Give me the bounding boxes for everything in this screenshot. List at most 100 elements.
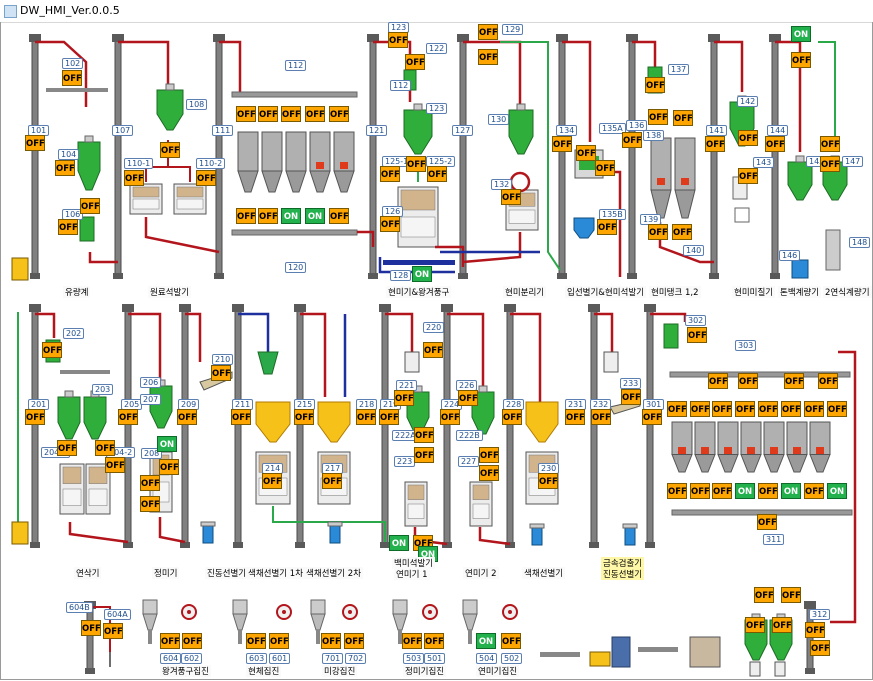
power-toggle-button[interactable]: OFF [236, 208, 256, 224]
power-toggle-button[interactable]: OFF [591, 409, 611, 425]
power-toggle-button[interactable]: OFF [754, 587, 774, 603]
power-toggle-button[interactable]: OFF [159, 459, 179, 475]
power-toggle-button[interactable]: OFF [772, 617, 792, 633]
power-toggle-button[interactable]: OFF [597, 219, 617, 235]
power-toggle-button[interactable]: OFF [196, 170, 216, 186]
power-toggle-button[interactable]: ON [735, 483, 755, 499]
power-toggle-button[interactable]: OFF [804, 401, 824, 417]
power-toggle-button[interactable]: ON [389, 535, 409, 551]
power-toggle-button[interactable]: OFF [791, 52, 811, 68]
power-toggle-button[interactable]: OFF [269, 633, 289, 649]
power-toggle-button[interactable]: OFF [479, 465, 499, 481]
power-toggle-button[interactable]: OFF [458, 390, 478, 406]
power-toggle-button[interactable]: OFF [322, 473, 342, 489]
power-toggle-button[interactable]: OFF [622, 132, 642, 148]
power-toggle-button[interactable]: OFF [160, 633, 180, 649]
power-toggle-button[interactable]: OFF [140, 496, 160, 512]
power-toggle-button[interactable]: OFF [95, 440, 115, 456]
power-toggle-button[interactable]: OFF [781, 401, 801, 417]
power-toggle-button[interactable]: OFF [758, 483, 778, 499]
power-toggle-button[interactable]: OFF [820, 136, 840, 152]
power-toggle-button[interactable]: ON [791, 26, 811, 42]
power-toggle-button[interactable]: OFF [305, 106, 325, 122]
power-toggle-button[interactable]: OFF [765, 136, 785, 152]
power-toggle-button[interactable]: OFF [329, 106, 349, 122]
power-toggle-button[interactable]: OFF [177, 409, 197, 425]
power-toggle-button[interactable]: OFF [479, 447, 499, 463]
power-toggle-button[interactable]: OFF [648, 109, 668, 125]
power-toggle-button[interactable]: OFF [687, 327, 707, 343]
power-toggle-button[interactable]: OFF [414, 447, 434, 463]
power-toggle-button[interactable]: OFF [690, 401, 710, 417]
power-toggle-button[interactable]: OFF [388, 32, 408, 48]
power-toggle-button[interactable]: OFF [211, 365, 231, 381]
power-toggle-button[interactable]: ON [281, 208, 301, 224]
power-toggle-button[interactable]: OFF [648, 224, 668, 240]
power-toggle-button[interactable]: OFF [258, 208, 278, 224]
power-toggle-button[interactable]: OFF [380, 216, 400, 232]
power-toggle-button[interactable]: OFF [781, 587, 801, 603]
power-toggle-button[interactable]: OFF [406, 156, 426, 172]
power-toggle-button[interactable]: OFF [182, 633, 202, 649]
power-toggle-button[interactable]: OFF [140, 475, 160, 491]
power-toggle-button[interactable]: OFF [576, 145, 596, 161]
power-toggle-button[interactable]: OFF [672, 224, 692, 240]
power-toggle-button[interactable]: OFF [427, 166, 447, 182]
power-toggle-button[interactable]: OFF [758, 401, 778, 417]
power-toggle-button[interactable]: OFF [25, 409, 45, 425]
power-toggle-button[interactable]: OFF [105, 457, 125, 473]
power-toggle-button[interactable]: OFF [394, 390, 414, 406]
power-toggle-button[interactable]: OFF [502, 409, 522, 425]
power-toggle-button[interactable]: OFF [25, 135, 45, 151]
power-toggle-button[interactable]: OFF [414, 427, 434, 443]
power-toggle-button[interactable]: OFF [621, 389, 641, 405]
power-toggle-button[interactable]: ON [827, 483, 847, 499]
power-toggle-button[interactable]: OFF [501, 189, 521, 205]
power-toggle-button[interactable]: OFF [538, 473, 558, 489]
power-toggle-button[interactable]: OFF [321, 633, 341, 649]
power-toggle-button[interactable]: OFF [423, 342, 443, 358]
power-toggle-button[interactable]: OFF [738, 373, 758, 389]
power-toggle-button[interactable]: OFF [565, 409, 585, 425]
power-toggle-button[interactable]: OFF [42, 342, 62, 358]
power-toggle-button[interactable]: OFF [805, 622, 825, 638]
power-toggle-button[interactable]: OFF [103, 623, 123, 639]
power-toggle-button[interactable]: OFF [329, 208, 349, 224]
power-toggle-button[interactable]: OFF [738, 168, 758, 184]
power-toggle-button[interactable]: OFF [58, 219, 78, 235]
power-toggle-button[interactable]: OFF [712, 483, 732, 499]
power-toggle-button[interactable]: OFF [262, 473, 282, 489]
power-toggle-button[interactable]: OFF [281, 106, 301, 122]
power-toggle-button[interactable]: OFF [708, 373, 728, 389]
power-toggle-button[interactable]: OFF [501, 633, 521, 649]
power-toggle-button[interactable]: OFF [552, 136, 572, 152]
power-toggle-button[interactable]: OFF [344, 633, 364, 649]
power-toggle-button[interactable]: ON [157, 436, 177, 452]
power-toggle-button[interactable]: OFF [810, 640, 830, 656]
power-toggle-button[interactable]: OFF [57, 440, 77, 456]
power-toggle-button[interactable]: OFF [827, 401, 847, 417]
power-toggle-button[interactable]: OFF [705, 136, 725, 152]
power-toggle-button[interactable]: OFF [160, 142, 180, 158]
power-toggle-button[interactable]: ON [305, 208, 325, 224]
power-toggle-button[interactable]: OFF [440, 409, 460, 425]
power-toggle-button[interactable]: OFF [124, 170, 144, 186]
power-toggle-button[interactable]: OFF [402, 633, 422, 649]
power-toggle-button[interactable]: OFF [738, 130, 758, 146]
power-toggle-button[interactable]: OFF [818, 373, 838, 389]
power-toggle-button[interactable]: OFF [258, 106, 278, 122]
power-toggle-button[interactable]: OFF [81, 620, 101, 636]
power-toggle-button[interactable]: OFF [118, 409, 138, 425]
power-toggle-button[interactable]: OFF [405, 54, 425, 70]
power-toggle-button[interactable]: OFF [745, 617, 765, 633]
power-toggle-button[interactable]: OFF [820, 156, 840, 172]
power-toggle-button[interactable]: OFF [712, 401, 732, 417]
power-toggle-button[interactable]: OFF [80, 198, 100, 214]
power-toggle-button[interactable]: OFF [380, 166, 400, 182]
power-toggle-button[interactable]: OFF [246, 633, 266, 649]
power-toggle-button[interactable]: OFF [595, 160, 615, 176]
power-toggle-button[interactable]: OFF [757, 514, 777, 530]
power-toggle-button[interactable]: OFF [735, 401, 755, 417]
power-toggle-button[interactable]: ON [412, 266, 432, 282]
power-toggle-button[interactable]: OFF [478, 24, 498, 40]
